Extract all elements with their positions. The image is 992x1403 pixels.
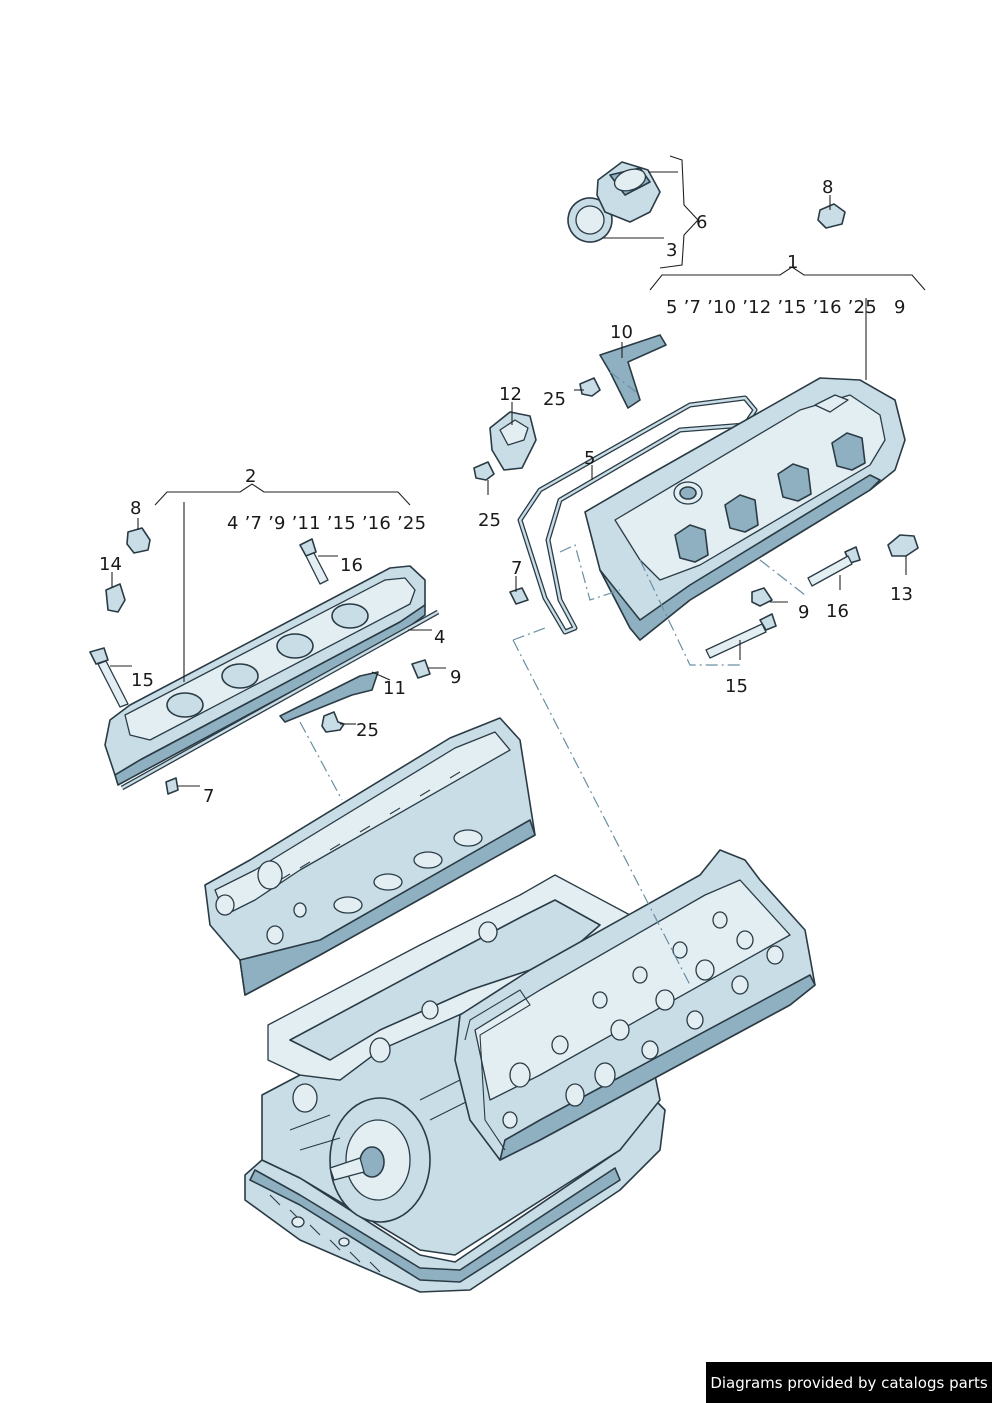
assembly-lines: [299, 371, 806, 986]
right-cylinder-head: [454, 849, 816, 1161]
callout-2: 2: [245, 466, 256, 487]
callout-12: 12: [499, 384, 522, 405]
callout-5: 5: [584, 448, 595, 469]
callout-3: 3: [666, 240, 677, 261]
group-1-list: 5 ’7 ’10 ’12 ’15 ’16 ’25: [666, 297, 877, 318]
left-bracket: [279, 671, 379, 723]
callout-11: 11: [383, 678, 406, 699]
callout-9-right: 9: [798, 602, 809, 623]
small-parts: [89, 203, 919, 795]
right-valve-cover: [517, 377, 906, 641]
callout-25-c: 25: [356, 720, 379, 741]
callout-8-right: 8: [822, 177, 833, 198]
callout-6: 6: [696, 212, 707, 233]
left-cover-gasket-inner: [121, 610, 439, 790]
callout-9-top: 9: [894, 297, 905, 318]
credit-banner: Diagrams provided by catalogs parts: [706, 1362, 992, 1403]
callout-10: 10: [610, 322, 633, 343]
callout-8-left: 8: [130, 498, 141, 519]
callout-9-left: 9: [450, 667, 461, 688]
callout-7-right: 7: [511, 558, 522, 579]
callout-4: 4: [434, 627, 445, 648]
brace-2: [154, 483, 411, 506]
left-cylinder-head: [204, 717, 536, 996]
callout-14: 14: [99, 554, 122, 575]
callout-25-b: 25: [478, 510, 501, 531]
callout-13: 13: [890, 584, 913, 605]
brace-6: [659, 155, 699, 269]
brace-1: [649, 266, 926, 291]
callout-7-left: 7: [203, 786, 214, 807]
left-valve-cover: [104, 565, 426, 786]
callout-1: 1: [787, 252, 798, 273]
callout-15-left: 15: [131, 670, 154, 691]
leader-lines: [110, 171, 907, 787]
callout-25-a: 25: [543, 389, 566, 410]
group-2-list: 4 ’7 ’9 ’11 ’15 ’16 ’25: [227, 513, 426, 534]
callout-15-right: 15: [725, 676, 748, 697]
callout-16-left: 16: [340, 555, 363, 576]
callout-labels: 6 3 8 1 5 ’7 ’10 ’12 ’15 ’16 ’25 9 10 12…: [99, 177, 913, 807]
oil-filler-cap: [567, 161, 661, 243]
callout-16-right: 16: [826, 601, 849, 622]
